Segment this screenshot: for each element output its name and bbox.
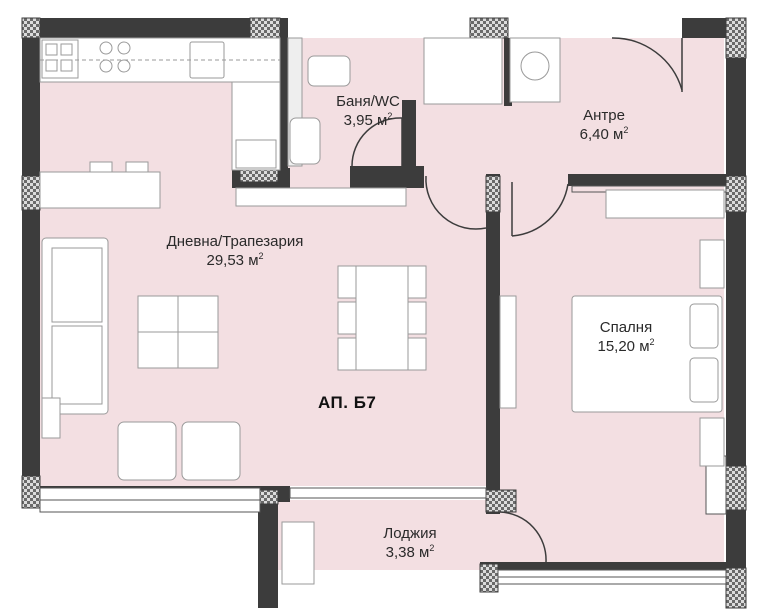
bar-stool — [125, 161, 149, 173]
wall-bath-left — [280, 18, 288, 188]
armchair — [117, 421, 177, 481]
nightstand — [699, 239, 725, 289]
bath-cabinet — [235, 187, 407, 207]
door-bath — [351, 117, 403, 167]
columns — [21, 17, 747, 609]
room-label-bedroom: Спалня 15,20 м2 — [597, 318, 654, 356]
wall-outer-top-left — [22, 18, 280, 38]
burner — [117, 59, 131, 73]
area-unit-exponent: 2 — [258, 251, 264, 261]
area-unit: м — [248, 252, 259, 269]
wall-outer-right — [726, 18, 746, 608]
dining-table — [355, 265, 409, 371]
living-furniture — [41, 237, 517, 481]
column — [21, 175, 41, 211]
burner — [117, 41, 131, 55]
wall-bedroom-left — [486, 174, 500, 514]
wall-bedroom-top — [568, 174, 728, 186]
column — [725, 465, 747, 511]
washbasin — [289, 117, 321, 165]
toilet — [307, 55, 351, 87]
room-name: Лоджия — [383, 525, 437, 542]
room-label-bath: Баня/WC 3,95 м2 — [336, 92, 400, 130]
room-label-hall: Антре 6,40 м2 — [580, 106, 629, 144]
chair — [407, 265, 427, 299]
column — [479, 563, 499, 593]
windows — [39, 185, 727, 585]
kitchen — [39, 37, 407, 209]
burner — [99, 41, 113, 55]
chair — [407, 301, 427, 335]
bath-fixtures — [287, 37, 561, 167]
room-area: 6,40 — [579, 126, 609, 143]
area-unit-exponent: 2 — [387, 111, 393, 121]
room-area: 3,38 — [385, 544, 415, 561]
chair — [337, 301, 357, 335]
wall-bath-right — [402, 100, 416, 180]
bedroom-furniture — [281, 189, 725, 585]
door-loggia — [499, 511, 547, 563]
apartment-label: АП. Б7 — [318, 393, 377, 412]
wall-hall-inner — [504, 38, 512, 106]
pillow — [689, 303, 719, 349]
column — [725, 567, 747, 609]
radiator — [41, 397, 61, 439]
area-unit: м — [613, 126, 624, 143]
area-unit: м — [377, 112, 388, 129]
column — [21, 17, 41, 39]
pillow — [689, 357, 719, 403]
door-hall-entry — [611, 37, 683, 91]
door-living — [425, 175, 487, 230]
column — [485, 175, 501, 213]
armchair — [181, 421, 241, 481]
bar-stool — [89, 161, 113, 173]
column — [469, 17, 509, 39]
column — [725, 175, 747, 213]
loggia-floor — [278, 500, 498, 570]
kitchen-island — [39, 171, 161, 209]
chair — [407, 337, 427, 371]
room-area: 15,20 — [597, 338, 636, 355]
room-area: 3,95 — [343, 112, 373, 129]
shower-tray — [423, 37, 503, 105]
column — [725, 17, 747, 59]
area-unit: м — [419, 544, 430, 561]
chair — [337, 265, 357, 299]
nightstand — [699, 417, 725, 467]
room-name: Дневна/Трапезария — [166, 233, 304, 250]
burner — [99, 59, 113, 73]
room-area: 29,53 — [206, 252, 245, 269]
wall-outer-left — [22, 18, 40, 508]
room-name: Спалня — [599, 319, 653, 336]
room-label-living: Дневна/Трапезария 29,53 м2 — [167, 232, 304, 270]
room-name: Антре — [583, 107, 625, 124]
wardrobe — [605, 189, 725, 219]
bed — [571, 295, 723, 413]
window-loggia-inner — [289, 487, 487, 499]
area-unit-exponent: 2 — [429, 543, 435, 553]
doors — [351, 37, 683, 563]
column — [249, 17, 281, 39]
area-unit-exponent: 2 — [623, 125, 629, 135]
tv-panel — [499, 295, 517, 409]
room-name: Баня/WC — [336, 93, 400, 110]
column — [485, 489, 517, 513]
area-unit: м — [639, 338, 650, 355]
column — [21, 475, 41, 509]
chair — [337, 337, 357, 371]
loggia-unit — [281, 521, 315, 585]
door-bedroom — [511, 183, 569, 237]
wall-loggia-left — [258, 490, 278, 608]
area-unit-exponent: 2 — [649, 337, 655, 347]
room-label-loggia: Лоджия 3,38 м2 — [383, 524, 436, 562]
dishwasher — [235, 139, 277, 169]
